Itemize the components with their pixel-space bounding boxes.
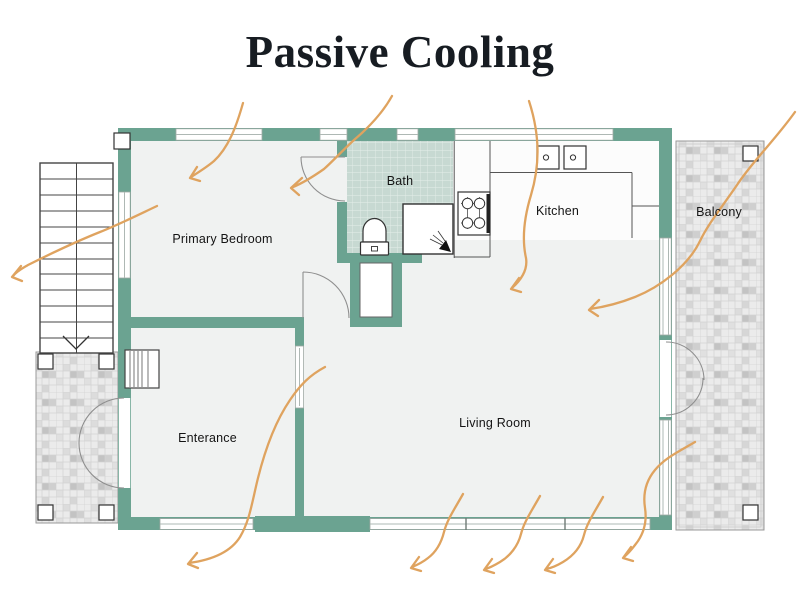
door-swings (78, 156, 705, 489)
balcony-column-top (742, 145, 759, 162)
patio-area (35, 351, 119, 524)
toilet (359, 217, 390, 256)
window-mullions (465, 518, 566, 530)
bedroom-door (302, 271, 350, 319)
corner-column-top-left (113, 132, 131, 150)
opening-patio-doors (118, 398, 131, 488)
label-bath: Bath (386, 174, 414, 188)
stove (457, 191, 491, 236)
balcony-column-bottom (742, 504, 759, 521)
patio-column-2 (98, 353, 115, 370)
kitchen-sinks (536, 145, 587, 170)
patio-column-4 (98, 504, 115, 521)
wall-closet-right (392, 263, 402, 327)
shower (402, 203, 454, 255)
staircase (39, 162, 114, 354)
wall-bath-left-lower (337, 202, 347, 263)
stairs-down-arrow (62, 335, 90, 350)
arrow-balcony-lower-window-out-bottom (621, 440, 697, 563)
wall-bedroom-entrance (118, 317, 300, 328)
arrow-balcony-upper-window-into-living (587, 110, 797, 318)
wall-bath-left-stub (337, 141, 347, 157)
arrow-bedroom-out-left-window (10, 204, 159, 283)
floors (124, 134, 666, 524)
label-entrance: Enterance (178, 431, 237, 445)
wall-closet-left (350, 263, 360, 327)
label-primary-bedroom: Primary Bedroom (172, 232, 273, 246)
arrow-living-out-bottom-window-3 (543, 495, 605, 575)
label-kitchen: Kitchen (535, 204, 580, 218)
label-balcony: Balcony (696, 205, 742, 219)
wall-bath-bottom (337, 253, 422, 263)
wall-entrance-living-upper (295, 317, 304, 346)
window-right-upper (659, 237, 672, 336)
airflow-arrows (10, 94, 797, 575)
arrow-kitchen-window-into-living (509, 99, 539, 294)
arrow-living-out-bottom-window-1 (409, 492, 465, 573)
wall-bottom-block (255, 516, 370, 532)
windows (113, 128, 672, 530)
label-living-room: Living Room (459, 416, 531, 430)
arrow-bath-window-through-bath-door (289, 94, 394, 197)
patio-double-doors (78, 397, 125, 489)
window-right-lower (659, 419, 672, 516)
patio-column-3 (37, 504, 54, 521)
opening-balcony-doors (659, 340, 672, 417)
closet (359, 262, 393, 318)
entrance-cabinet (124, 349, 160, 389)
page-title: Passive Cooling (245, 27, 555, 77)
fixtures (78, 141, 705, 489)
wall-closet-bottom (350, 317, 402, 327)
balcony-area (675, 140, 765, 531)
balcony-double-doors (665, 341, 705, 416)
arrow-living-out-bottom-window-2 (482, 494, 542, 575)
arrow-living-through-entrance-out-bottom (186, 365, 327, 570)
wall-entrance-living-lower (295, 408, 304, 520)
patio-column-1 (37, 353, 54, 370)
shower-head-icon (439, 240, 451, 252)
arrow-top-window-into-bedroom (188, 101, 245, 183)
